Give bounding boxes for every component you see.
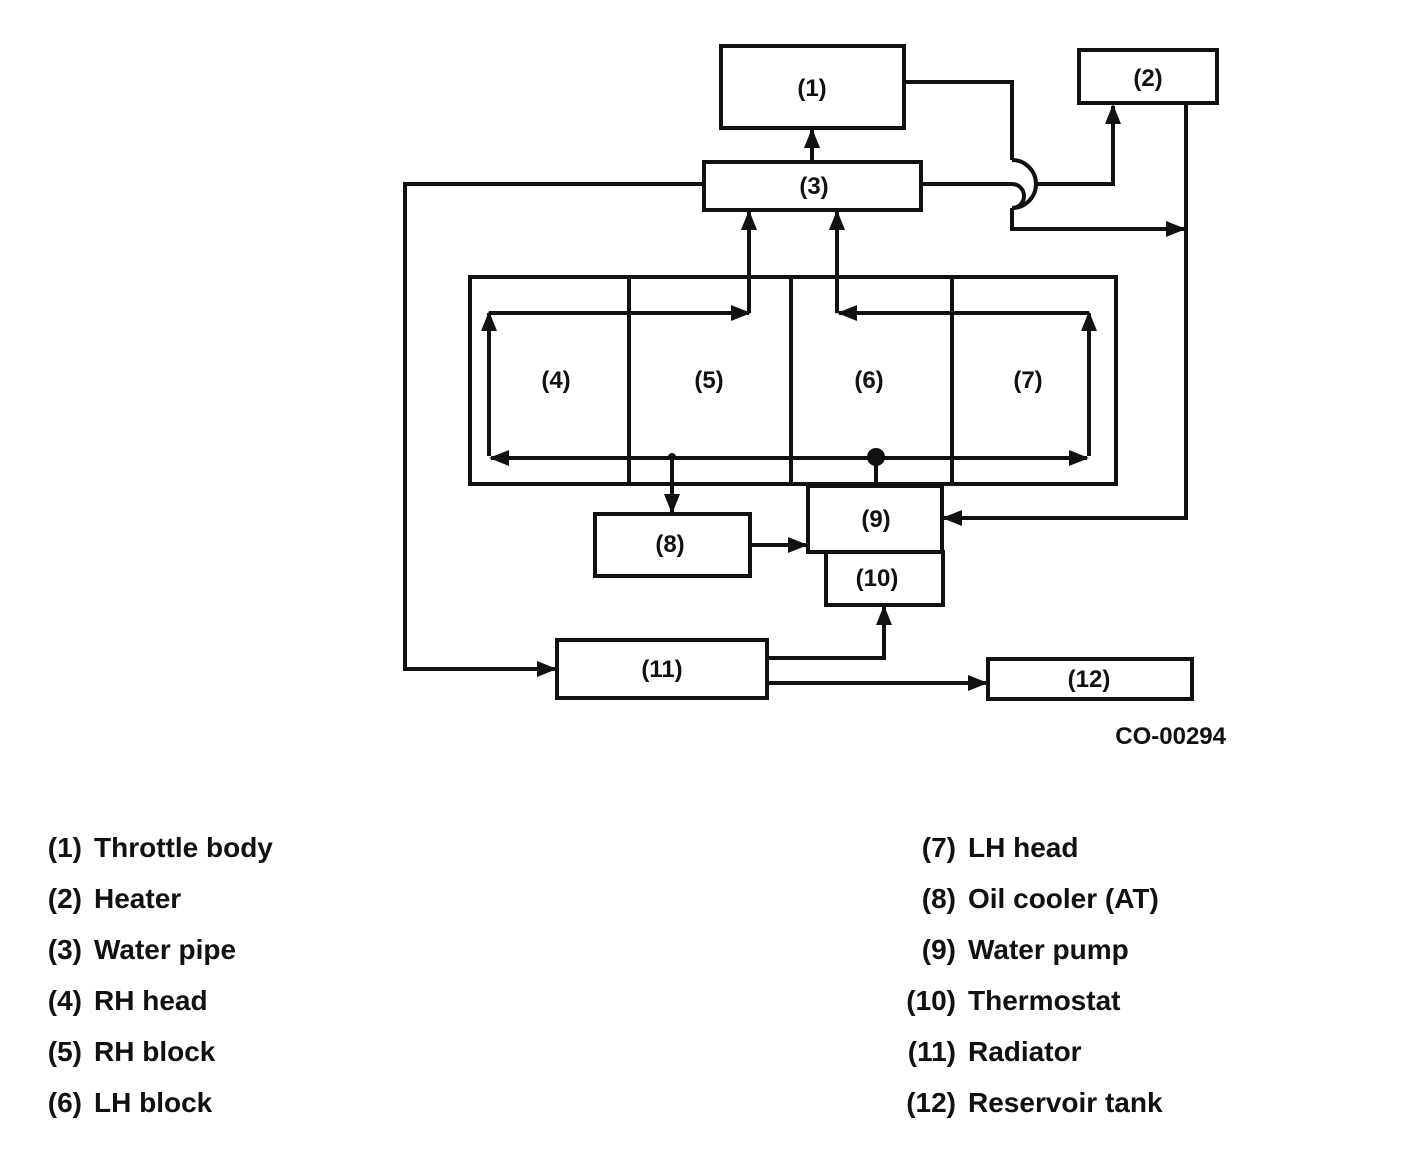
flow-throttle-return [904, 80, 1184, 229]
coolant-flow-diagram: (1) (2) (3) (4) (5) (6) (7) (8) (9) (10)… [403, 44, 1227, 750]
legend-text: Thermostat [968, 985, 1121, 1016]
legend-number: (6) [47, 1087, 82, 1118]
flow-heater-to-pump [942, 103, 1188, 526]
legend-text: Throttle body [94, 832, 273, 863]
label-water-pump: (9) [861, 506, 890, 533]
legend-text: Radiator [968, 1036, 1082, 1067]
label-throttle-body: (1) [797, 75, 826, 102]
label-thermostat: (10) [856, 565, 899, 592]
legend-number: (11) [907, 1036, 956, 1067]
legend-text: RH block [94, 1036, 216, 1067]
legend-text: Water pipe [94, 934, 237, 965]
oil-cooler-box [593, 512, 752, 578]
figure-code: CO-00294 [1115, 723, 1226, 750]
legend-text: Heater [94, 883, 182, 914]
junction-dot [867, 448, 885, 466]
legend-number: (7) [921, 832, 956, 863]
legend-number: (2) [47, 883, 82, 914]
flow-hop [1011, 158, 1038, 210]
legend-number: (5) [47, 1036, 82, 1067]
label-rh-head: (4) [541, 367, 570, 394]
label-reservoir-tank: (12) [1068, 666, 1111, 693]
flow-pipe-to-radiator [403, 182, 704, 677]
legend-text: Water pump [968, 934, 1129, 965]
legend-number: (4) [47, 985, 82, 1016]
label-rh-block: (5) [694, 367, 723, 394]
legend-text: RH head [94, 985, 208, 1016]
legend-text: LH head [968, 832, 1079, 863]
legend-number: (1) [47, 832, 82, 863]
label-oil-cooler: (8) [655, 531, 684, 558]
legend-number: (10) [906, 985, 956, 1016]
legend-text: Oil cooler (AT) [968, 883, 1159, 914]
legend-number: (8) [921, 883, 956, 914]
flow-radiator-to-thermostat [767, 605, 892, 660]
water-pipe-box [702, 160, 923, 212]
thermostat-box [824, 550, 945, 607]
radiator-box [555, 638, 769, 700]
legend-number: (9) [921, 934, 956, 965]
legend-number: (3) [47, 934, 82, 965]
label-lh-head: (7) [1013, 367, 1042, 394]
flow-pipe-to-heater [921, 106, 1113, 210]
label-lh-block: (6) [854, 367, 883, 394]
throttle-body-box [719, 44, 906, 130]
label-water-pipe: (3) [799, 173, 828, 200]
label-heater: (2) [1133, 65, 1162, 92]
legend-text: LH block [94, 1087, 213, 1118]
reservoir-tank-box [986, 657, 1194, 701]
legend-number: (12) [906, 1087, 956, 1118]
legend-text: Reservoir tank [968, 1087, 1163, 1118]
label-radiator: (11) [641, 656, 682, 683]
